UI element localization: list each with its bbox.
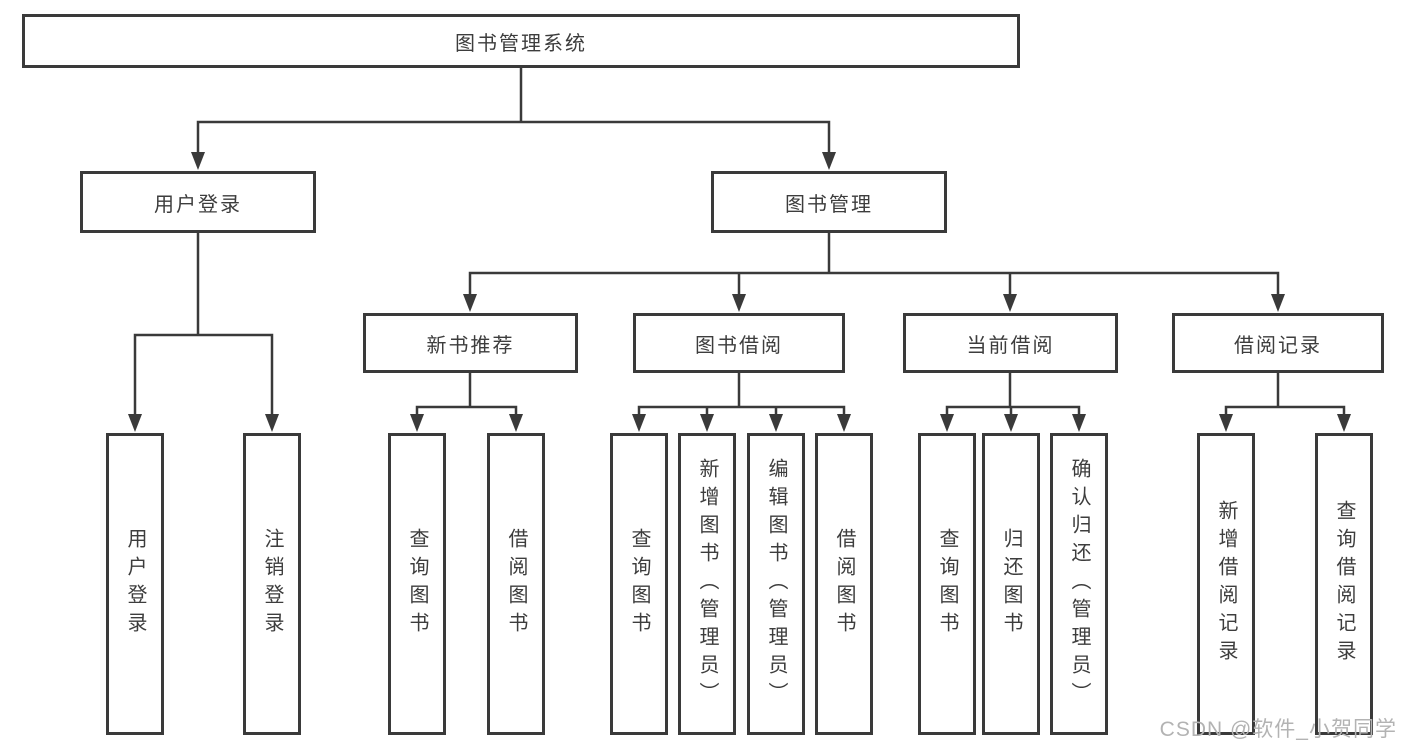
node-label: 新增借阅记录: [1215, 500, 1237, 668]
arrowhead-icon: [410, 414, 424, 432]
node-label: 图书借阅: [695, 334, 783, 357]
leaf-add-borrow-record: 新增借阅记录: [1197, 433, 1255, 735]
leaf-borrow-books: 借阅图书: [815, 433, 873, 735]
node-label: 确认归还（管理员）: [1068, 458, 1090, 710]
leaf-confirm-return-admin: 确认归还（管理员）: [1050, 433, 1108, 735]
arrowhead-icon: [265, 414, 279, 432]
node-current-borrow: 当前借阅: [903, 313, 1118, 373]
node-label: 新增图书（管理员）: [696, 458, 718, 710]
node-label: 用户登录: [154, 193, 242, 216]
arrowhead-icon: [1003, 294, 1017, 312]
connector-level3-bus: [468, 271, 1280, 298]
arrowhead-icon: [1004, 414, 1018, 432]
connector-current-bus: [945, 405, 1081, 420]
arrowhead-icon: [837, 414, 851, 432]
leaf-query-books-current: 查询图书: [918, 433, 976, 735]
node-label: 注销登录: [261, 528, 283, 640]
arrowhead-icon: [732, 294, 746, 312]
arrowhead-icon: [700, 414, 714, 432]
node-label: 用户登录: [124, 528, 146, 640]
arrowhead-icon: [191, 152, 205, 170]
arrowhead-icon: [509, 414, 523, 432]
leaf-query-borrow-record: 查询借阅记录: [1315, 433, 1373, 735]
arrowhead-icon: [940, 414, 954, 432]
arrowhead-icon: [463, 294, 477, 312]
node-label: 借阅图书: [833, 528, 855, 640]
arrowhead-icon: [1337, 414, 1351, 432]
arrowhead-icon: [822, 152, 836, 170]
node-label: 查询借阅记录: [1333, 500, 1355, 668]
connector-borrow-bus: [637, 405, 846, 420]
node-label: 当前借阅: [966, 334, 1055, 357]
arrowhead-icon: [632, 414, 646, 432]
leaf-query-books-recommend: 查询图书: [388, 433, 446, 735]
leaf-add-book-admin: 新增图书（管理员）: [678, 433, 736, 735]
node-label: 新书推荐: [426, 334, 515, 357]
leaf-logout: 注销登录: [243, 433, 301, 735]
leaf-return-books: 归还图书: [982, 433, 1040, 735]
connector-recommend-bus: [415, 405, 518, 420]
leaf-edit-book-admin: 编辑图书（管理员）: [747, 433, 805, 735]
arrowhead-icon: [128, 414, 142, 432]
arrowhead-icon: [1271, 294, 1285, 312]
node-new-book-recommend: 新书推荐: [363, 313, 578, 373]
node-user-login: 用户登录: [80, 171, 316, 233]
leaf-query-books-borrow: 查询图书: [610, 433, 668, 735]
node-label: 查询图书: [936, 528, 958, 640]
node-book-borrow: 图书借阅: [633, 313, 845, 373]
node-label: 借阅记录: [1234, 334, 1322, 357]
node-borrow-records: 借阅记录: [1172, 313, 1384, 373]
connector-level2-bus: [196, 120, 831, 156]
node-book-management: 图书管理: [711, 171, 947, 233]
node-root-library-system: 图书管理系统: [22, 14, 1020, 68]
connector-login-bus: [133, 333, 274, 420]
node-label: 图书管理系统: [455, 32, 587, 55]
node-label: 查询图书: [628, 528, 650, 640]
csdn-watermark: CSDN @软件_小贺同学: [1159, 718, 1397, 741]
node-label: 图书管理: [785, 193, 873, 216]
connector-records-bus: [1224, 405, 1346, 420]
arrowhead-icon: [769, 414, 783, 432]
arrowhead-icon: [1072, 414, 1086, 432]
node-label: 借阅图书: [505, 528, 527, 640]
node-label: 查询图书: [406, 528, 428, 640]
node-label: 归还图书: [1000, 528, 1022, 640]
arrowhead-icon: [1219, 414, 1233, 432]
leaf-borrow-books-recommend: 借阅图书: [487, 433, 545, 735]
node-label: 编辑图书（管理员）: [765, 458, 787, 710]
leaf-user-login: 用户登录: [106, 433, 164, 735]
